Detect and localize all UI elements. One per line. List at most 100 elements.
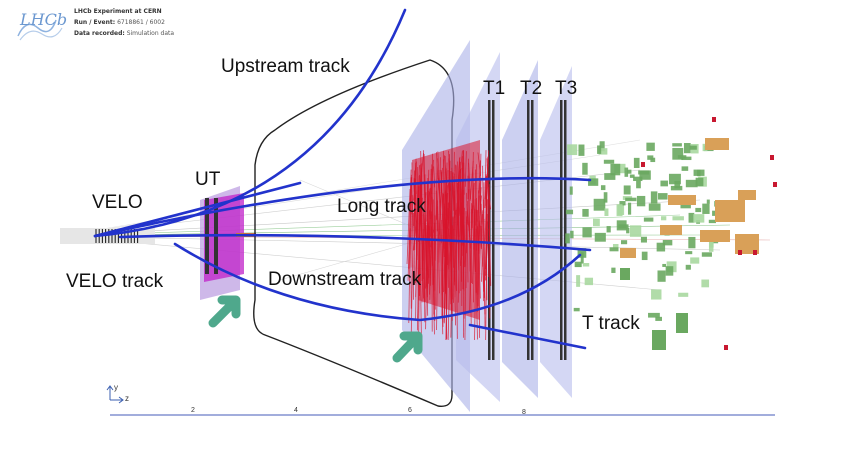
calo-cell (657, 270, 666, 282)
calo-cell (580, 252, 584, 264)
calo-cell (612, 244, 619, 249)
calo-red-cell (712, 117, 716, 122)
station-strip (531, 100, 534, 360)
calo-cell (681, 166, 689, 171)
axis-indicator (106, 385, 124, 404)
upstream-track-line (93, 8, 407, 238)
calo-cell (620, 268, 630, 280)
label-long-track: Long track (337, 196, 426, 217)
calo-cell (672, 147, 684, 160)
calo-orange-cell (700, 230, 730, 242)
calo-orange-cell (660, 225, 682, 235)
calo-cell (701, 279, 710, 288)
calo-red-cell (724, 345, 728, 350)
calo-cell (611, 267, 616, 273)
calo-cell (626, 227, 630, 234)
calo-cell (626, 169, 632, 174)
calo-cell (619, 201, 626, 206)
label-ut: UT (195, 169, 221, 190)
calo-cell (676, 313, 688, 333)
calo-cell (693, 169, 705, 176)
red-hit (487, 199, 490, 278)
calo-cell (690, 257, 700, 264)
calo-cell (672, 216, 684, 221)
calo-orange-cell (668, 195, 696, 205)
calo-red-cell (641, 162, 645, 167)
calo-red-cell (753, 250, 757, 255)
calo-cell (712, 210, 717, 216)
calo-cell (603, 159, 615, 164)
calo-cell (650, 157, 656, 163)
red-hit (410, 196, 412, 309)
label-velo-track: VELO track (66, 271, 164, 292)
t-track-line (468, 323, 587, 350)
calo-orange-cell (705, 138, 729, 150)
calo-cell (582, 263, 590, 267)
calo-cell (672, 143, 682, 147)
calo-cell (576, 275, 581, 287)
station-strip (527, 100, 530, 360)
calo-cell (604, 173, 616, 180)
calo-cell (610, 163, 621, 176)
ruler-tick: 4 (294, 407, 298, 414)
calo-cell (660, 180, 668, 187)
axis-y-label: y (114, 383, 118, 392)
calo-cell (662, 263, 667, 267)
label-upstream-track: Upstream track (221, 56, 350, 77)
calo-cell (565, 233, 570, 244)
red-hit-region (412, 140, 480, 320)
calo-red-cell (770, 155, 774, 160)
axis-z-label: z (125, 394, 129, 403)
calo-cell (678, 292, 689, 297)
calo-cell (633, 157, 640, 168)
calo-cell (588, 178, 599, 186)
calo-cell (650, 191, 658, 204)
calo-orange-cell (620, 248, 636, 258)
calo-orange-cell (738, 190, 756, 200)
calo-cell (636, 195, 646, 207)
red-hit (486, 158, 490, 237)
calo-cell (633, 176, 643, 182)
calo-cell (701, 252, 712, 257)
calo-cell (695, 207, 702, 213)
calo-cell (603, 192, 608, 203)
calo-cell (706, 199, 710, 204)
calo-cell (582, 162, 588, 175)
ruler-tick: 8 (522, 409, 526, 416)
calo-cell (582, 208, 589, 217)
calo-cell (623, 185, 631, 195)
ruler-tick: 6 (408, 407, 412, 414)
calo-cell (593, 198, 606, 211)
calo-cell (578, 144, 585, 156)
station-strip (560, 100, 563, 360)
lhcb-logo: LHCb (12, 6, 72, 46)
calo-cell (685, 264, 691, 270)
calo-cell (677, 155, 687, 159)
calo-cell (668, 173, 681, 185)
calo-red-cell (773, 182, 777, 187)
calo-cell (658, 193, 668, 200)
calo-cell (641, 251, 648, 261)
long-track-lower-line (118, 233, 592, 252)
calo-cell (597, 145, 602, 154)
calo-cell (674, 180, 681, 189)
calo-cell (606, 226, 611, 233)
calo-cell (662, 239, 673, 246)
red-hit (487, 150, 490, 182)
red-hit (408, 228, 411, 323)
downstream-track-line (173, 242, 582, 322)
calo-orange-cell (715, 200, 745, 222)
calo-cell (639, 170, 651, 180)
calo-cell (565, 209, 574, 215)
calo-cell (584, 277, 594, 286)
calo-cell (656, 242, 666, 252)
station-strip (492, 100, 495, 360)
velo-track-line (93, 181, 302, 238)
calo-cell (689, 145, 697, 150)
calo-cell (685, 251, 693, 255)
calo-cell (616, 204, 623, 217)
label-t1: T1 (483, 78, 505, 99)
calo-cell (695, 177, 704, 187)
calo-cell (655, 316, 662, 321)
calo-cell (574, 261, 582, 268)
